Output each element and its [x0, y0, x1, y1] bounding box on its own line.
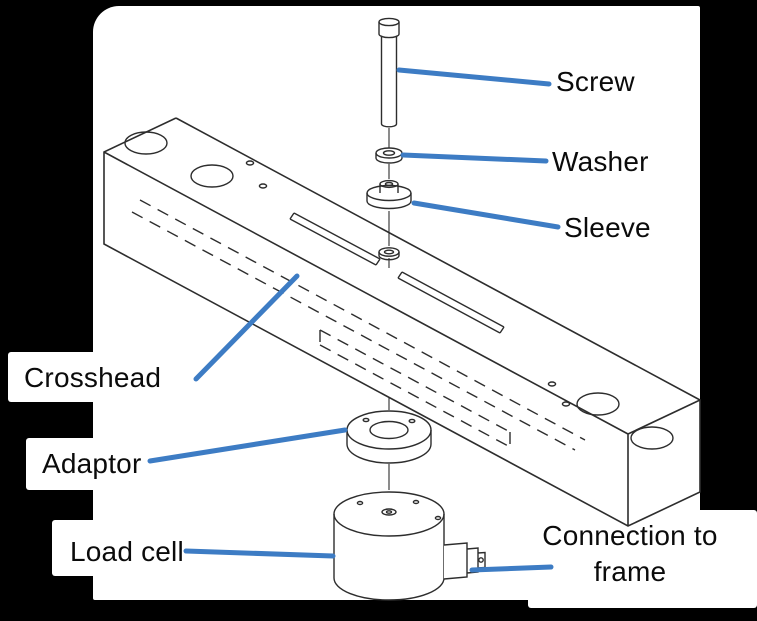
sleeve-flange-sides [366, 193, 412, 210]
leader-crosshead [193, 273, 300, 382]
leader-washer [400, 152, 549, 164]
leader-adaptor [147, 427, 348, 464]
adaptor-sides [346, 430, 432, 464]
crosshead-label-box [8, 352, 192, 402]
leader-connection [469, 564, 554, 573]
screw-head-sides [378, 22, 400, 39]
connector-pin [478, 557, 484, 563]
connection-label-box [528, 510, 757, 608]
crosshead-hidden-lines [131, 199, 586, 451]
ring-drawing [378, 247, 400, 261]
load-cell-fill-bottom [334, 556, 444, 600]
label-adaptor: Adaptor [42, 448, 142, 479]
adaptor-bolt-hole-right [408, 418, 416, 424]
label-load-cell: Load cell [70, 536, 184, 567]
sleeve-flange-fill [367, 185, 411, 201]
ring-fill [379, 247, 399, 257]
adaptor-bolt-hole-left [362, 417, 370, 423]
washer-hole [382, 150, 396, 156]
adaptor-label-box [26, 438, 170, 490]
load-cell-center-hole [381, 508, 397, 516]
connector-nipple-fill [478, 552, 485, 568]
load-cell-bolt-hole-2 [412, 499, 420, 505]
label-sleeve: Sleeve [564, 212, 651, 243]
crosshead-holes-left [124, 131, 268, 189]
adaptor-fill-bottom [347, 425, 431, 463]
washer-fill [376, 148, 402, 158]
leader-screw [396, 67, 552, 87]
load-cell-bolt-hole-1 [356, 500, 364, 506]
washer-drawing [375, 147, 403, 164]
label-connection-to-frame: Connection to frame [542, 520, 718, 587]
label-crosshead: Crosshead [24, 362, 162, 393]
crosshead-holes-right [547, 381, 674, 450]
screw-drawing [378, 17, 400, 128]
sleeve-drawing [366, 179, 412, 210]
load-cell-drawing [333, 491, 445, 601]
crosshead-slot [289, 212, 505, 334]
sleeve-hub-top [379, 179, 399, 189]
leader-sleeve [411, 200, 561, 230]
leader-lines [147, 67, 561, 573]
load-cell-bolt-hole-3 [434, 515, 442, 521]
load-cell-center-hole-inner [385, 510, 393, 514]
screw-head-top [378, 17, 400, 27]
connector-stub-fill [444, 543, 467, 579]
screw-shaft [380, 35, 398, 128]
crosshead-outline [103, 117, 701, 527]
load-cell-label-box [52, 520, 232, 576]
label-screw: Screw [556, 66, 635, 97]
adaptor-drawing [346, 410, 432, 464]
connector-drawing [443, 542, 486, 580]
ring-thickness [378, 252, 400, 261]
label-washer: Washer [552, 146, 649, 177]
ring-hole [383, 249, 395, 255]
crosshead-drawing [103, 117, 701, 527]
connector-cap-fill [467, 548, 478, 573]
leader-load-cell [183, 548, 336, 559]
adaptor-hole [369, 420, 409, 440]
